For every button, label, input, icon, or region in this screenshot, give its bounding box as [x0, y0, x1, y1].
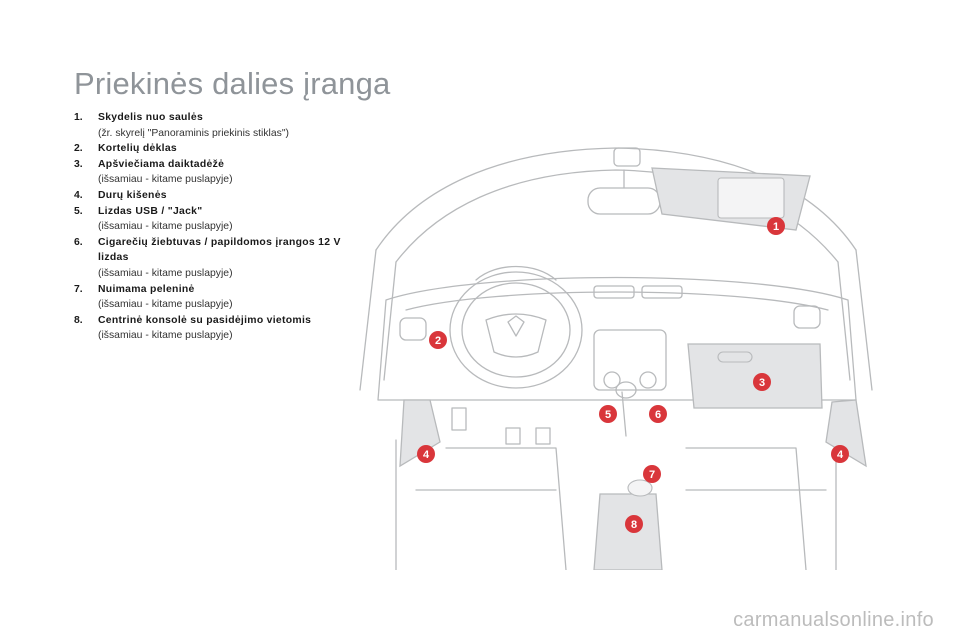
marker-4-left: 4 [417, 445, 435, 463]
instrument-cluster [475, 265, 557, 281]
legend-number: 2. [74, 143, 83, 155]
marker-circle [767, 217, 785, 235]
legend-item: 8. Centrinė konsolė su pasidėjimo vietomi… [74, 313, 364, 344]
legend-number: 7. [74, 283, 83, 295]
brand-logo [507, 315, 525, 337]
legend-number: 5. [74, 205, 83, 217]
legend-note: (išsamiau - kitame puslapyje) [98, 330, 233, 342]
page-title: Priekinės dalies įranga [74, 66, 391, 101]
center-stack [593, 329, 667, 391]
legend-title: Kortelių dėklas [98, 143, 177, 155]
legend-item: 5. Lizdas USB / "Jack" (išsamiau - kitame … [74, 204, 364, 235]
gear-knob [615, 381, 637, 399]
marker-5: 5 [599, 405, 617, 423]
legend-title: Cigarečių žiebtuvas / papildomos įrangos… [98, 236, 341, 264]
marker-label: 3 [759, 377, 765, 389]
legend-item: 3. Apšviečiama daiktadėžė (išsamiau - kita… [74, 157, 364, 188]
car-interior-illustration: 1 2 3 4 4 5 6 7 8 [356, 130, 878, 570]
steering-wheel-hub [485, 313, 547, 358]
center-vent-right [641, 285, 683, 299]
marker-label: 5 [605, 409, 611, 421]
marker-circle [643, 465, 661, 483]
marker-circle [417, 445, 435, 463]
marker-circle [599, 405, 617, 423]
legend-item: 4. Durų kišenės [74, 188, 364, 204]
car-interior-drawing: 1 2 3 4 4 5 6 7 8 [359, 147, 873, 570]
pedal [451, 407, 467, 431]
marker-circle [753, 373, 771, 391]
climate-knob-left [603, 371, 621, 389]
marker-label: 4 [423, 449, 430, 461]
equipment-legend: 1. Skydelis nuo saulės (žr. skyrelį "Panor… [74, 110, 364, 344]
left-door-pocket [399, 399, 441, 468]
left-seat [395, 439, 567, 570]
pedal [505, 427, 521, 445]
legend-title: Lizdas USB / "Jack" [98, 205, 203, 217]
left-vent [399, 317, 427, 341]
legend-title: Durų kišenės [98, 189, 167, 201]
left-pillar-inner [383, 261, 397, 381]
legend-title: Nuimama peleninė [98, 283, 195, 295]
steering-wheel-inner [461, 282, 571, 378]
legend-note: (išsamiau - kitame puslapyje) [98, 299, 233, 311]
roof-console [613, 147, 641, 167]
pedal [535, 427, 551, 445]
marker-2: 2 [429, 331, 447, 349]
legend-item: 1. Skydelis nuo saulės (žr. skyrelį "Panor… [74, 110, 364, 141]
marker-label: 1 [773, 221, 779, 233]
legend-item: 7. Nuimama peleninė (išsamiau - kitame pus… [74, 282, 364, 313]
ashtray [627, 479, 653, 497]
legend-title: Centrinė konsolė su pasidėjimo vietomis [98, 314, 312, 326]
rear-view-mirror [587, 187, 661, 215]
watermark: carmanualsonline.info [733, 609, 934, 631]
glovebox [687, 343, 823, 409]
marker-6: 6 [649, 405, 667, 423]
legend-number: 4. [74, 189, 83, 201]
dashboard [377, 276, 857, 401]
marker-1: 1 [767, 217, 785, 235]
legend-title: Skydelis nuo saulės [98, 112, 204, 123]
marker-7: 7 [643, 465, 661, 483]
legend-note: (išsamiau - kitame puslapyje) [98, 221, 233, 233]
marker-circle [429, 331, 447, 349]
right-pillar-inner [837, 261, 851, 381]
legend-item: 6. Cigarečių žiebtuvas / papildomos įrang… [74, 235, 364, 282]
steering-wheel [449, 271, 583, 389]
legend-number: 6. [74, 236, 83, 248]
legend-title: Apšviečiama daiktadėžė [98, 158, 225, 170]
marker-label: 2 [435, 335, 441, 347]
legend-number: 8. [74, 314, 83, 326]
marker-circle [649, 405, 667, 423]
marker-label: 6 [655, 409, 661, 421]
marker-label: 4 [837, 449, 844, 461]
right-door-pocket [825, 399, 867, 468]
legend-item: 2. Kortelių dėklas [74, 141, 364, 157]
marker-3: 3 [753, 373, 771, 391]
marker-4-right: 4 [831, 445, 849, 463]
right-seat [685, 439, 837, 570]
legend-note: (išsamiau - kitame puslapyje) [98, 174, 233, 186]
left-pillar [359, 249, 377, 391]
marker-8: 8 [625, 515, 643, 533]
legend-note: (žr. skyrelį "Panoraminis priekinis stik… [98, 127, 289, 139]
legend-note: (išsamiau - kitame puslapyje) [98, 267, 233, 279]
center-console [593, 493, 663, 570]
marker-circle [625, 515, 643, 533]
legend-number: 1. [74, 112, 83, 123]
marker-circle [831, 445, 849, 463]
center-vent-left [593, 285, 635, 299]
vanity-mirror [717, 177, 785, 219]
legend-number: 3. [74, 158, 83, 170]
right-vent [793, 305, 821, 329]
climate-knob-right [639, 371, 657, 389]
gear-lever [621, 391, 627, 437]
marker-label: 8 [631, 519, 637, 531]
right-pillar [855, 249, 873, 391]
dashboard-top-line [405, 291, 829, 311]
glovebox-handle [717, 351, 753, 363]
marker-label: 7 [649, 469, 655, 481]
